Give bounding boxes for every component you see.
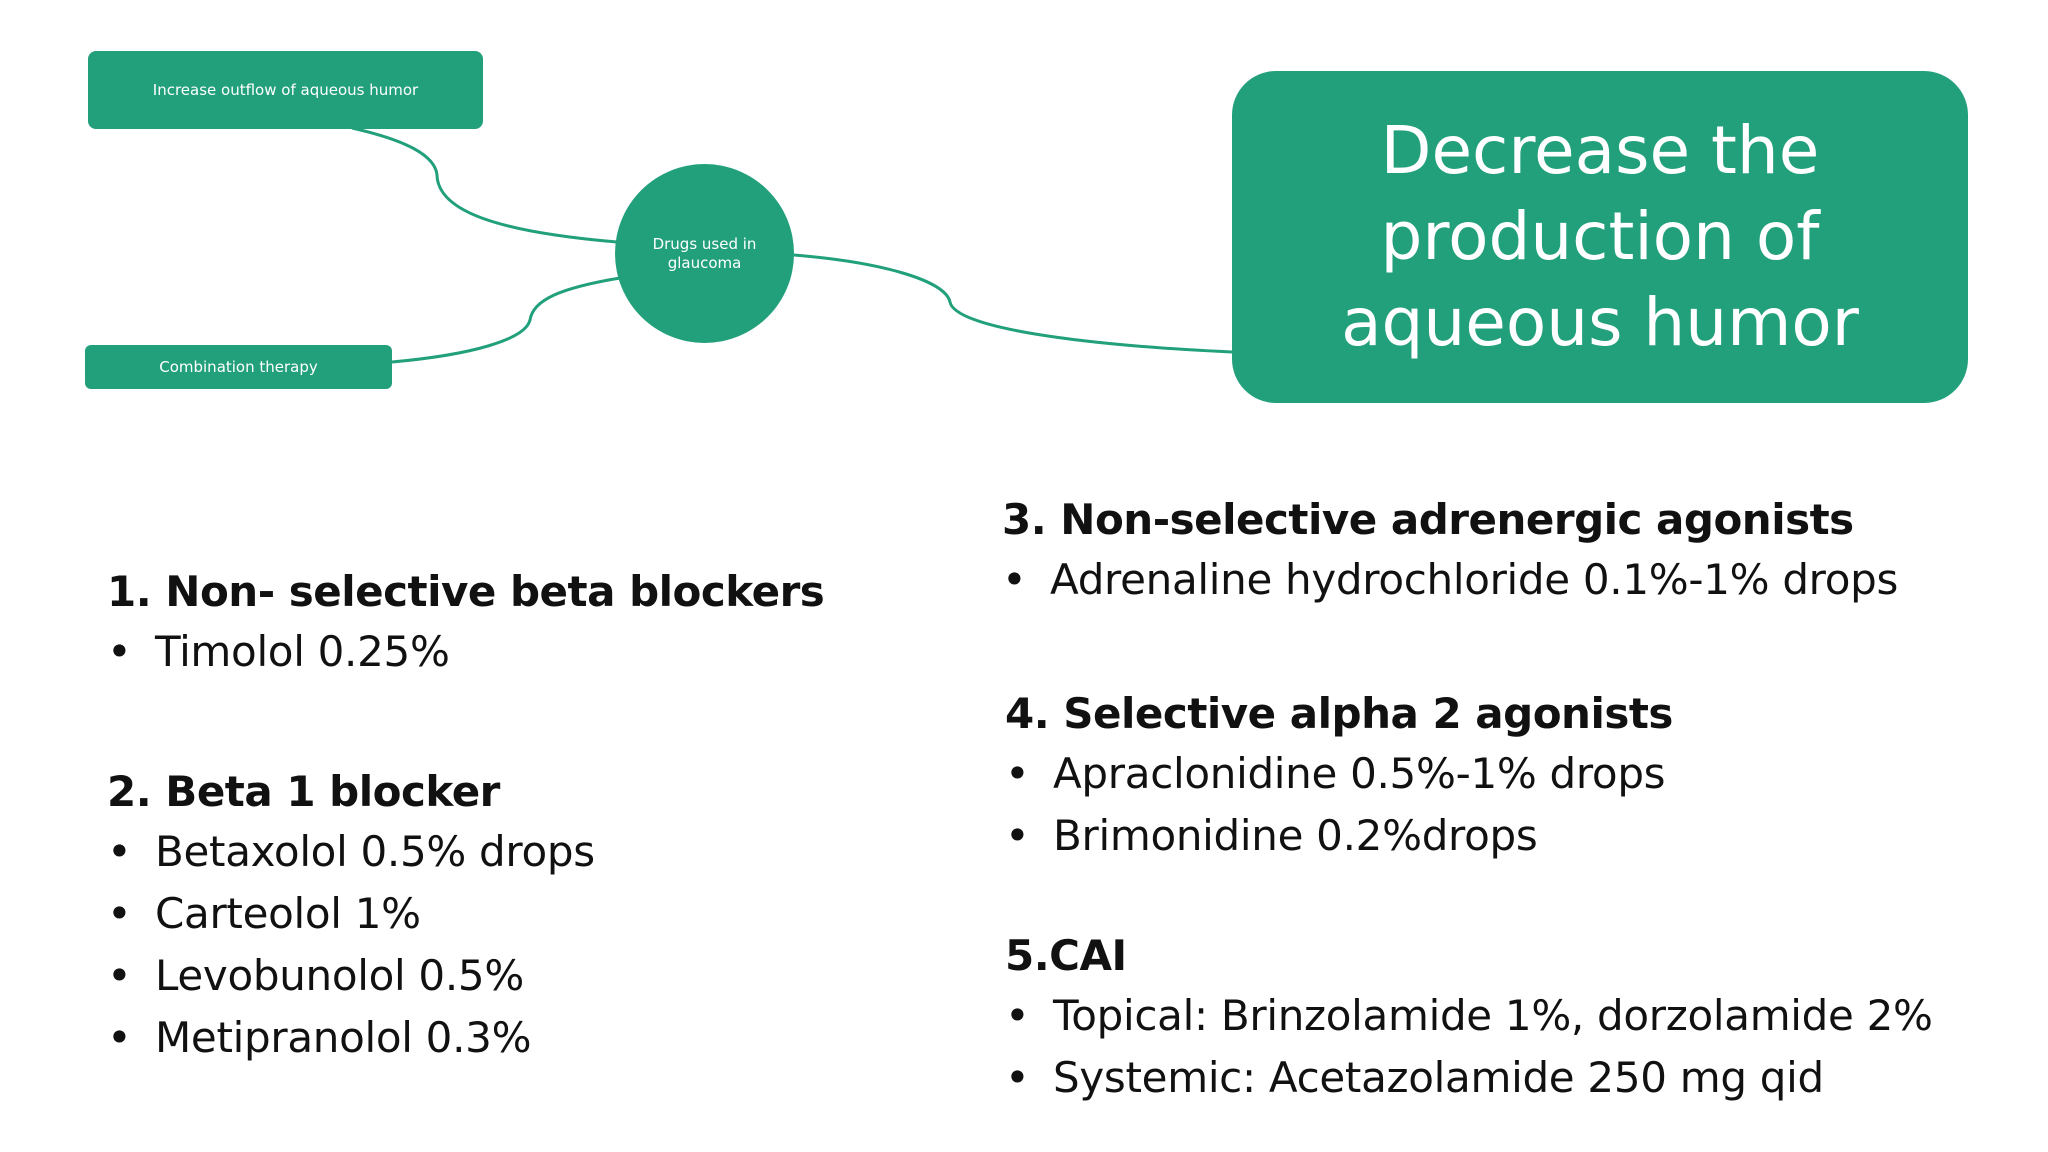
bullet-icon: • [1005, 991, 1030, 1040]
drug-name: Metipranolol 0.3% [155, 1013, 532, 1062]
node-central-topic[interactable]: Drugs used in glaucoma [615, 164, 794, 343]
bullet-icon: • [107, 827, 132, 876]
bullet-icon: • [107, 951, 132, 1000]
drug-name: Timolol 0.25% [155, 627, 450, 676]
drug-name: Topical: Brinzolamide 1%, dorzolamide 2% [1053, 991, 1933, 1040]
drug-name: Apraclonidine 0.5%-1% drops [1053, 749, 1666, 798]
list-item: • Metipranolol 0.3% [107, 1007, 595, 1069]
drug-list: • Topical: Brinzolamide 1%, dorzolamide 2… [1005, 985, 1933, 1109]
list-item: • Levobunolol 0.5% [107, 945, 595, 1007]
section-heading: 4. Selective alpha 2 agonists [1005, 689, 1673, 738]
bullet-icon: • [1005, 811, 1030, 860]
list-item: • Topical: Brinzolamide 1%, dorzolamide 2… [1005, 985, 1933, 1047]
list-item: • Betaxolol 0.5% drops [107, 821, 595, 883]
bullet-icon: • [1005, 1053, 1030, 1102]
node-increase-outflow-label: Increase outflow of aqueous humor [152, 81, 419, 99]
node-increase-outflow[interactable]: Increase outflow of aqueous humor [88, 51, 483, 129]
section-heading: 1. Non- selective beta blockers [107, 567, 825, 616]
drug-name: Betaxolol 0.5% drops [155, 827, 595, 876]
section-heading: 3. Non-selective adrenergic agonists [1002, 495, 1854, 544]
connector-decrease [793, 253, 1233, 354]
drug-name: Carteolol 1% [155, 889, 421, 938]
section-selective-alpha-2-agonists: 4. Selective alpha 2 agonists • Apracloni… [1005, 685, 1673, 867]
section-beta-1-blocker: 2. Beta 1 blocker • Betaxolol 0.5% drops … [107, 763, 595, 1069]
node-combination-therapy-label: Combination therapy [159, 358, 318, 376]
section-heading: 2. Beta 1 blocker [107, 767, 500, 816]
drug-list: • Betaxolol 0.5% drops • Carteolol 1% • Lev… [107, 821, 595, 1069]
drug-name: Systemic: Acetazolamide 250 mg qid [1053, 1053, 1824, 1102]
list-item: • Timolol 0.25% [107, 621, 824, 683]
drug-name: Levobunolol 0.5% [155, 951, 524, 1000]
list-item: • Brimonidine 0.2%drops [1005, 805, 1673, 867]
list-item: • Systemic: Acetazolamide 250 mg qid [1005, 1047, 1933, 1109]
list-item: • Adrenaline hydrochloride 0.1%-1% drops [1002, 549, 1898, 611]
node-decrease-production[interactable]: Decrease the production of aqueous humor [1232, 71, 1968, 403]
section-non-selective-beta-blockers: 1. Non- selective beta blockers • Timolol… [107, 563, 825, 683]
connector-outflow [351, 126, 618, 244]
bullet-icon: • [107, 1013, 132, 1062]
section-heading: 5.CAI [1005, 931, 1127, 980]
bullet-icon: • [107, 889, 132, 938]
section-non-selective-adrenergic-agonists: 3. Non-selective adrenergic agonists • Ad… [1002, 491, 1898, 611]
list-item: • Carteolol 1% [107, 883, 595, 945]
drug-list: • Apraclonidine 0.5%-1% drops • Brimonidin… [1005, 743, 1673, 867]
bullet-icon: • [107, 627, 132, 676]
node-decrease-production-label: Decrease the production of aqueous humor [1341, 112, 1859, 361]
node-central-topic-label: Drugs used in glaucoma [652, 234, 757, 272]
drug-name: Adrenaline hydrochloride 0.1%-1% drops [1050, 555, 1899, 604]
drug-list: • Adrenaline hydrochloride 0.1%-1% drops [1002, 549, 1898, 611]
bullet-icon: • [1002, 555, 1027, 604]
drug-name: Brimonidine 0.2%drops [1053, 811, 1538, 860]
node-combination-therapy[interactable]: Combination therapy [85, 345, 392, 389]
drug-list: • Timolol 0.25% [107, 621, 824, 683]
bullet-icon: • [1005, 749, 1030, 798]
list-item: • Apraclonidine 0.5%-1% drops [1005, 743, 1673, 805]
connector-combination [391, 276, 621, 364]
section-cai: 5.CAI • Topical: Brinzolamide 1%, dorzola… [1005, 927, 1933, 1109]
